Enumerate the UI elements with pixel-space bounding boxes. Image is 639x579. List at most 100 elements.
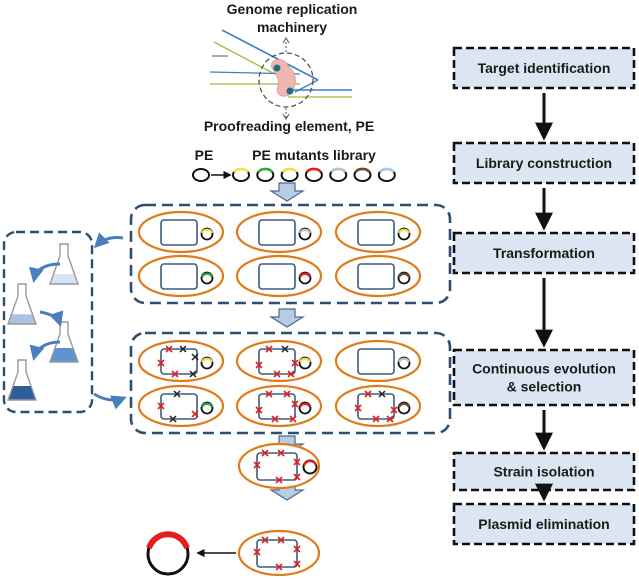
mutation-mark: [283, 390, 291, 398]
flask-icon: [49, 321, 79, 363]
mutation-mark: [191, 410, 199, 418]
eliminated-plasmid-icon: [146, 531, 190, 576]
mutation-mark: [179, 345, 187, 353]
bacterial-cell-icon: [235, 210, 323, 254]
bacterial-cell-icon: [137, 384, 225, 428]
proofreading-element-label: Proofreading element, PE: [204, 118, 374, 134]
plasmid-icon: [397, 271, 411, 285]
workflow-step: Library construction: [452, 141, 636, 185]
transfer-arrow: [29, 340, 61, 361]
machinery-label-line1: Genome replication: [227, 1, 358, 17]
mutation-mark: [255, 361, 263, 369]
plasmid-icon: [397, 227, 411, 241]
plasmid-free-cell: [237, 529, 321, 577]
evolution-cells: [137, 339, 422, 428]
step-label: Strain isolation: [493, 464, 594, 480]
plasmid-icon: [298, 271, 312, 285]
workflow-step: Strain isolation: [452, 451, 636, 492]
step-label: Plasmid elimination: [478, 516, 609, 532]
bacterial-cell-icon: [137, 254, 225, 298]
plasmid-icon: [200, 401, 214, 415]
machinery-label-line2: machinery: [257, 19, 327, 35]
plasmid-icon: [377, 167, 396, 182]
bacterial-cell-icon: [334, 384, 422, 428]
plasmid-icon: [200, 227, 214, 241]
mutation-mark: [157, 402, 165, 410]
mutation-mark: [289, 415, 297, 423]
mutation-mark: [265, 345, 273, 353]
step-label: Library construction: [476, 155, 612, 171]
mutation-mark: [281, 345, 289, 353]
mutation-mark: [364, 390, 372, 398]
mutation-mark: [354, 404, 362, 412]
replication-fork-icon: [209, 29, 352, 120]
flask-icon: [49, 243, 79, 285]
transfer-arrow: [29, 262, 61, 283]
library-plasmids: [232, 167, 396, 182]
mutation-mark: [378, 390, 386, 398]
plasmid-icon: [232, 167, 250, 182]
bacterial-cell-icon: [334, 339, 422, 383]
plasmid-icon: [298, 227, 312, 241]
block-arrow: [268, 308, 306, 328]
mutation-mark: [372, 415, 380, 423]
mutation-marks: [253, 449, 301, 484]
sampling-arrow: [93, 232, 124, 249]
return-arrow: [93, 392, 127, 410]
mutation-mark: [173, 390, 181, 398]
bacterial-cell-icon: [137, 339, 225, 383]
mutation-mark: [291, 400, 299, 408]
mutation-marks: [253, 536, 301, 571]
step-label: Transformation: [493, 245, 595, 261]
flask-sequence: [7, 243, 79, 401]
plasmid-icon: [397, 356, 411, 370]
transfer-arrow: [39, 310, 64, 327]
mutation-mark: [390, 406, 398, 414]
workflow-step: Target identification: [452, 46, 636, 90]
mutation-mark: [165, 345, 173, 353]
step-label: Continuous evolution: [472, 361, 616, 377]
flask-icon: [7, 359, 37, 401]
plasmid-icon: [200, 356, 214, 370]
plasmid-icon: [200, 271, 214, 285]
plasmid-icon: [397, 401, 411, 415]
workflow-step: Transformation: [452, 231, 636, 275]
mutation-mark: [189, 370, 197, 378]
bacterial-cell-icon: [334, 210, 422, 254]
mutation-mark: [271, 415, 279, 423]
plasmid-icon: [298, 356, 312, 370]
pe-plasmid-icon: [192, 168, 210, 182]
pe-mutants-library-label: PE mutants library: [252, 147, 376, 163]
flask-icon: [7, 283, 37, 325]
block-arrow: [268, 182, 306, 202]
mutation-mark: [171, 370, 179, 378]
transformation-cells: [137, 210, 422, 298]
mutation-mark: [191, 353, 199, 361]
plasmid-icon: [298, 401, 312, 415]
mutation-mark: [157, 359, 165, 367]
plasmid-icon: [256, 167, 275, 182]
workflow-step: Plasmid elimination: [452, 502, 636, 546]
bacterial-cell-icon: [235, 339, 323, 383]
bacterial-cell-icon: [137, 210, 225, 254]
plasmid-icon: [353, 167, 372, 182]
bacterial-cell-icon: [235, 384, 323, 428]
mutation-mark: [291, 359, 299, 367]
mutation-mark: [265, 390, 273, 398]
pe-label: PE: [195, 147, 214, 163]
plasmid-icon: [280, 167, 299, 182]
plasmid-icon: [304, 167, 323, 182]
workflow-step: Continuous evolution & selection: [452, 348, 636, 407]
bacterial-cell-icon: [334, 254, 422, 298]
step-label-line2: & selection: [507, 379, 582, 395]
plasmid-icon: [329, 167, 348, 182]
mutation-mark: [273, 370, 281, 378]
bacterial-cell-icon: [235, 254, 323, 298]
mutation-mark: [169, 415, 177, 423]
mutation-mark: [287, 370, 295, 378]
mutation-mark: [386, 415, 394, 423]
step-label: Target identification: [478, 60, 611, 76]
isolated-strain-cell: [237, 442, 321, 490]
